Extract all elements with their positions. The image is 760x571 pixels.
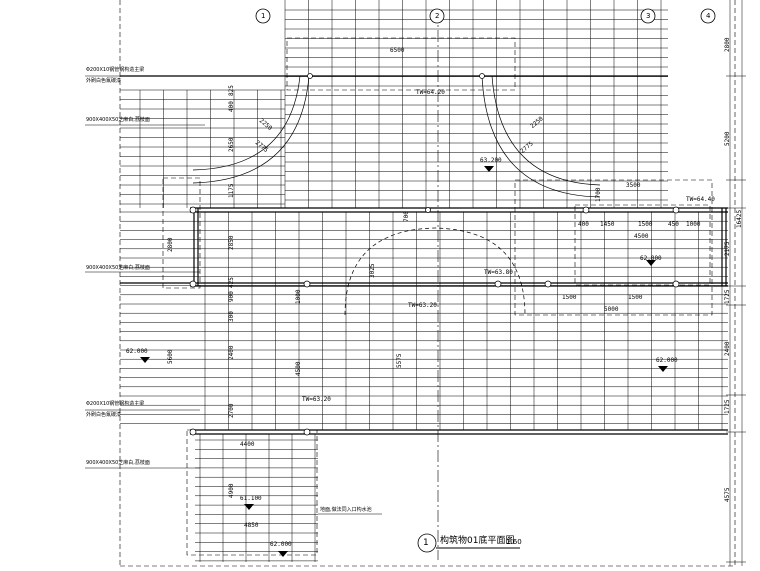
drawing-number: 1 bbox=[423, 538, 429, 548]
right-dimension-lines bbox=[726, 0, 746, 566]
axis-label-3: 3 bbox=[646, 12, 651, 20]
elevation-markers bbox=[140, 166, 668, 557]
elevation-1: 63.200 bbox=[480, 157, 502, 164]
elevation-tw-3: TW=63.80 bbox=[484, 269, 513, 276]
vdim-900: 900 bbox=[228, 291, 235, 302]
vdim-5575: 5575 bbox=[396, 353, 403, 368]
elevation-6: 62.000 bbox=[270, 541, 292, 548]
dim-1500b: 1500 bbox=[562, 294, 577, 301]
vdim-700: 700 bbox=[403, 211, 410, 222]
elevation-4: 62.000 bbox=[656, 357, 678, 364]
note-stone-3: 900X400X50芝麻白,荔枝面 bbox=[86, 460, 150, 466]
vdim-4900: 4900 bbox=[228, 483, 235, 498]
vdim-2650: 2650 bbox=[228, 137, 235, 152]
note-steel-beam-1: Φ200X10钢管钢构造主梁 bbox=[86, 67, 145, 73]
rdim-2800: 2800 bbox=[724, 37, 731, 52]
vdim-2400: 2400 bbox=[228, 345, 235, 360]
dim-450: 450 bbox=[668, 221, 679, 228]
column-markers bbox=[189, 73, 680, 436]
vdim-425: 425 bbox=[228, 277, 235, 288]
rdim-2400: 2400 bbox=[724, 341, 731, 356]
dim-6500: 6500 bbox=[390, 47, 405, 54]
vdim-1000: 1000 bbox=[295, 289, 302, 304]
dim-3500: 3500 bbox=[626, 182, 641, 189]
rdim-1725: 1725 bbox=[724, 289, 731, 304]
drawing-title: 构筑物01底平面图 bbox=[440, 536, 515, 546]
drawing-scale: 1:60 bbox=[506, 538, 522, 546]
note-leaders bbox=[85, 75, 382, 515]
note-paint-1: 外刷白色氟碳漆 bbox=[86, 78, 122, 84]
note-stone-1: 900X400X50芝麻白,荔枝面 bbox=[86, 117, 150, 123]
vdim-400: 400 bbox=[228, 101, 235, 112]
elevation-tw-4: TW=63.20 bbox=[408, 302, 437, 309]
vdim-5600: 5600 bbox=[167, 349, 174, 364]
axis-label-1: 1 bbox=[261, 12, 266, 20]
note-ground: 地面,做法同入口构水池 bbox=[320, 507, 372, 513]
dim-1450: 1450 bbox=[600, 221, 615, 228]
rdim-5200: 5200 bbox=[724, 131, 731, 146]
vdim-1175: 1175 bbox=[228, 183, 235, 198]
rdim-16425: 16425 bbox=[736, 209, 743, 228]
arc-structures bbox=[192, 75, 601, 316]
paving-grid bbox=[120, 0, 728, 562]
rdim-4575: 4575 bbox=[724, 487, 731, 502]
arc-dim-1700: 1700 bbox=[595, 187, 602, 202]
elevation-tw-1: TW=64.20 bbox=[416, 89, 445, 96]
main-beams bbox=[120, 75, 728, 435]
vdim-2850: 2850 bbox=[228, 235, 235, 250]
rdim-1725b: 1725 bbox=[724, 399, 731, 414]
axis-label-2: 2 bbox=[435, 12, 440, 20]
axis-bubbles bbox=[255, 8, 716, 24]
axis-label-4: 4 bbox=[706, 12, 711, 20]
note-paint-2: 外刷白色氟碳漆 bbox=[86, 412, 122, 418]
dim-5000: 5000 bbox=[604, 306, 619, 313]
vdim-300: 300 bbox=[228, 311, 235, 322]
note-steel-beam-2: Φ200X10钢管钢构造主梁 bbox=[86, 401, 145, 407]
vdim-2800: 2800 bbox=[167, 237, 174, 252]
dim-4500: 4500 bbox=[634, 233, 649, 240]
vdim-3025: 3025 bbox=[369, 263, 376, 278]
dim-1000: 1000 bbox=[686, 221, 701, 228]
dim-4400: 4400 bbox=[240, 441, 255, 448]
vdim-825: 825 bbox=[228, 85, 235, 96]
elevation-tw-2: TW=64.40 bbox=[686, 196, 715, 203]
note-stone-2: 900X400X50芝麻白,荔枝面 bbox=[86, 265, 150, 271]
vdim-2700: 2700 bbox=[228, 403, 235, 418]
elevation-3: 62.000 bbox=[126, 348, 148, 355]
dim-4850: 4850 bbox=[244, 522, 259, 529]
dim-1500a: 1500 bbox=[638, 221, 653, 228]
elevation-2: 62.000 bbox=[640, 255, 662, 262]
dim-1500c: 1500 bbox=[628, 294, 643, 301]
dim-400: 400 bbox=[578, 221, 589, 228]
drawing-title-mark bbox=[417, 533, 520, 553]
elevation-tw-5: TW=63.20 bbox=[302, 396, 331, 403]
vdim-4500: 4500 bbox=[295, 361, 302, 376]
elevation-5: 61.100 bbox=[240, 495, 262, 502]
rdim-2175: 2175 bbox=[724, 241, 731, 256]
